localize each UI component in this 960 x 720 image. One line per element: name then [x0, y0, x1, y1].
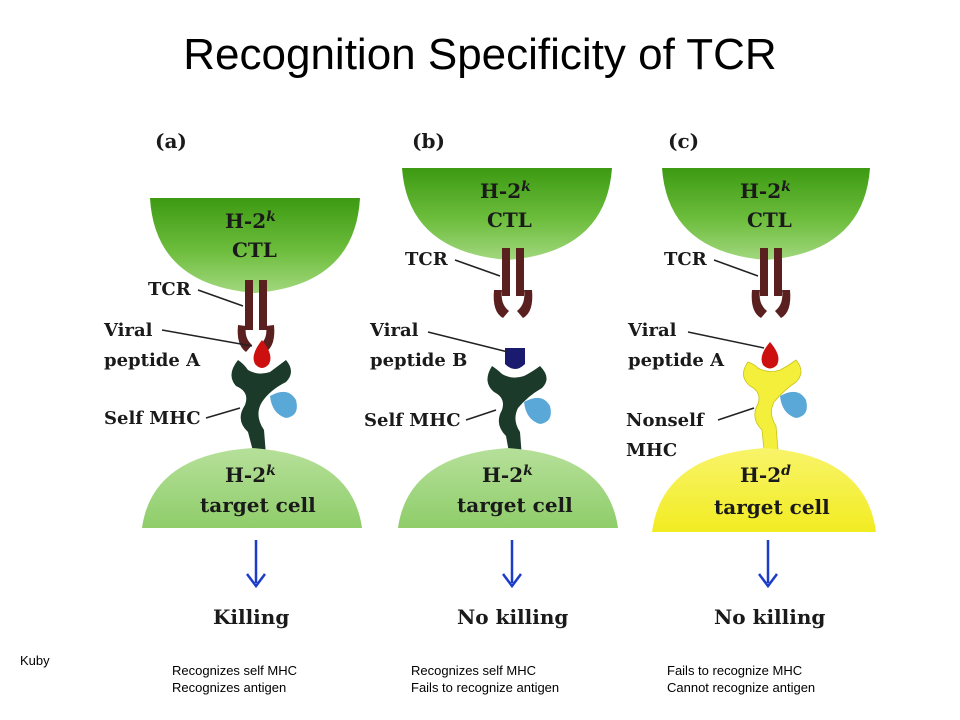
panel-c-letter: (c) [668, 129, 699, 153]
panel-a-ctl-cell [150, 198, 360, 293]
panel-b-ctl-haplotype: H-2k [480, 179, 531, 203]
panel-c: (c) H-2k CTL H-2d target cell TCR Viral … [626, 129, 876, 629]
panel-b-target-haplotype: H-2k [482, 463, 533, 487]
panel-b-b2m [524, 397, 551, 424]
panel-a-caption: Recognizes self MHC Recognizes antigen [172, 662, 297, 696]
panel-a-mhc-label: Self MHC [104, 408, 201, 429]
panel-a-tcr-label: TCR [148, 279, 192, 300]
panel-b-mhc-label: Self MHC [364, 410, 461, 431]
panel-b-peptide-label-2: peptide B [370, 350, 467, 371]
panel-b-tcr-label: TCR [405, 249, 449, 270]
panel-c-ctl-cell [662, 168, 870, 260]
page-title: Recognition Specificity of TCR [183, 30, 777, 79]
panel-a-caption-line-1: Recognizes self MHC [172, 663, 297, 678]
panel-a-letter: (a) [155, 129, 187, 153]
panel-c-caption-line-2: Cannot recognize antigen [667, 680, 816, 695]
panel-c-target-label: target cell [714, 495, 830, 519]
credit: Kuby [20, 653, 50, 668]
panel-a-target-cell [142, 448, 362, 528]
panel-b-letter: (b) [412, 129, 445, 153]
panel-b-ctl-label: CTL [487, 208, 532, 232]
panel-a-peptide [253, 340, 271, 368]
panel-b-caption: Recognizes self MHC Fails to recognize a… [411, 662, 559, 696]
panel-a-ctl-label: CTL [232, 238, 277, 262]
panel-c-caption-line-1: Fails to recognize MHC [667, 663, 803, 678]
panel-c-outcome: No killing [714, 605, 825, 629]
panel-b-peptide-label-1: Viral [369, 320, 419, 341]
panel-c-caption: Fails to recognize MHC Cannot recognize … [667, 662, 815, 696]
panel-b-ctl-cell [402, 168, 612, 260]
panel-c-mhc-label-1: Nonself [626, 410, 705, 431]
panel-c-ctl-haplotype: H-2k [740, 179, 791, 203]
panel-c-tcr-label: TCR [664, 249, 708, 270]
panel-c-target-cell [652, 448, 876, 532]
panel-c-tcr [751, 248, 791, 318]
panel-a-target-label: target cell [200, 493, 316, 517]
panel-a-mhc [231, 360, 291, 455]
panel-a-peptide-label-2: peptide A [104, 350, 201, 371]
panel-a-arrow [246, 540, 266, 589]
panel-b-arrow [502, 540, 522, 589]
panel-b-tcr [493, 248, 533, 318]
panel-a-peptide-label-1: Viral [103, 320, 153, 341]
panel-b-target-label: target cell [457, 493, 573, 517]
panel-b-target-cell [398, 448, 618, 528]
panel-c-target-haplotype: H-2d [740, 463, 791, 487]
panel-c-mhc [743, 359, 802, 451]
panel-c-peptide [761, 342, 779, 369]
panel-a-target-haplotype: H-2k [225, 463, 276, 487]
panel-b: (b) H-2k CTL H-2k target cell TCR Viral … [364, 129, 618, 629]
panel-a-ctl-haplotype: H-2k [225, 209, 276, 233]
panel-b-caption-line-1: Recognizes self MHC [411, 663, 536, 678]
panel-b-mhc [487, 366, 547, 458]
panel-c-b2m [780, 391, 807, 418]
panel-b-peptide [505, 348, 525, 369]
panel-b-outcome: No killing [457, 605, 568, 629]
panel-b-caption-line-2: Fails to recognize antigen [411, 680, 560, 695]
panel-c-arrow [758, 540, 778, 589]
panel-a-b2m [270, 391, 297, 418]
panel-c-mhc-label-2: MHC [626, 440, 677, 461]
panel-c-ctl-label: CTL [747, 208, 792, 232]
panel-a: (a) H-2k CTL H-2k target cell TCR Viral … [103, 129, 362, 629]
panel-a-outcome: Killing [213, 605, 289, 629]
panel-c-peptide-label-2: peptide A [628, 350, 725, 371]
panel-a-caption-line-2: Recognizes antigen [172, 680, 287, 695]
panel-c-peptide-label-1: Viral [627, 320, 677, 341]
